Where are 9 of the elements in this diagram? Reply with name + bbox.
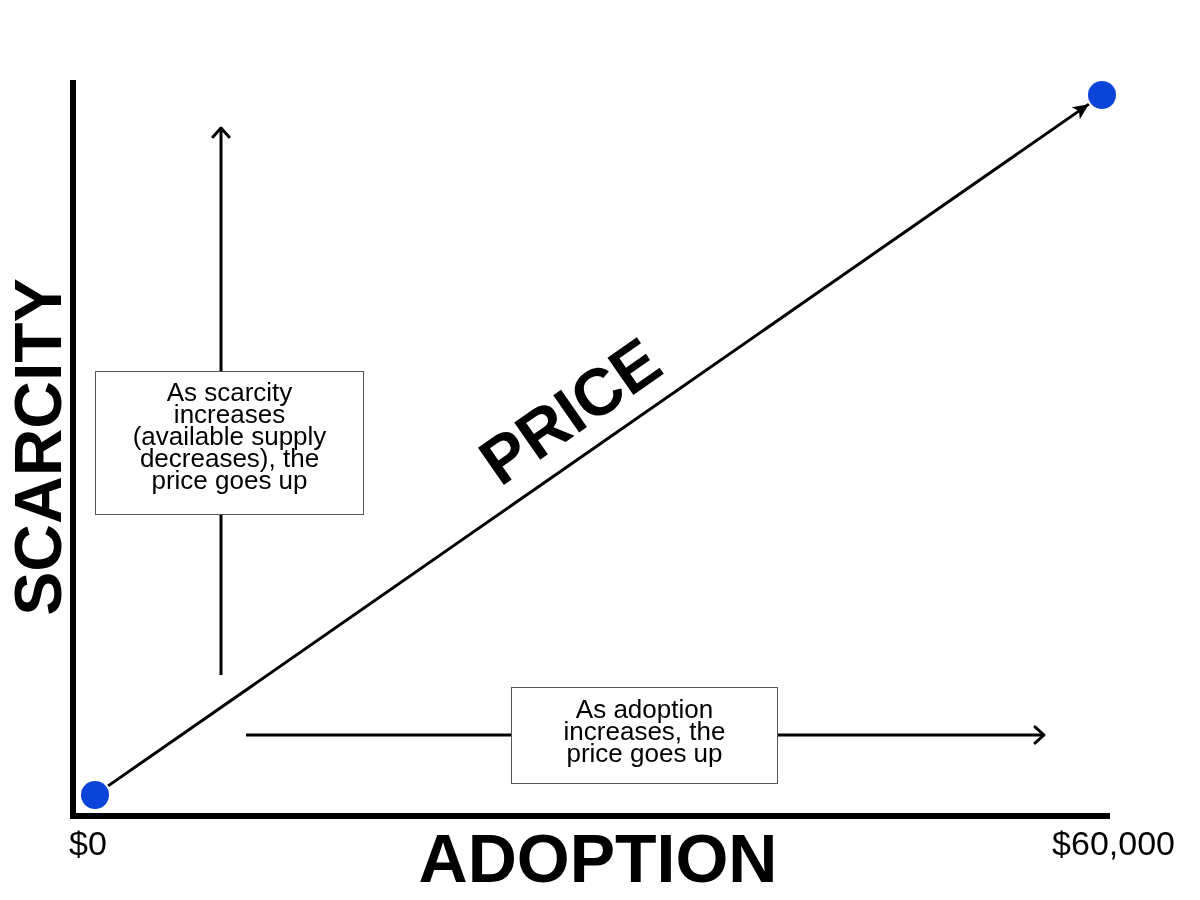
axis-tick-label: $60,000 bbox=[1052, 826, 1175, 860]
annotation-box bbox=[95, 371, 364, 515]
arrow bbox=[107, 102, 1090, 788]
point-marker bbox=[81, 781, 109, 809]
axis-tick-label: $0 bbox=[69, 826, 107, 860]
point-marker bbox=[1088, 81, 1116, 109]
axis-title: ADOPTION bbox=[418, 824, 778, 892]
axis-title: SCARCITY bbox=[5, 278, 71, 616]
annotation-box bbox=[511, 687, 778, 784]
